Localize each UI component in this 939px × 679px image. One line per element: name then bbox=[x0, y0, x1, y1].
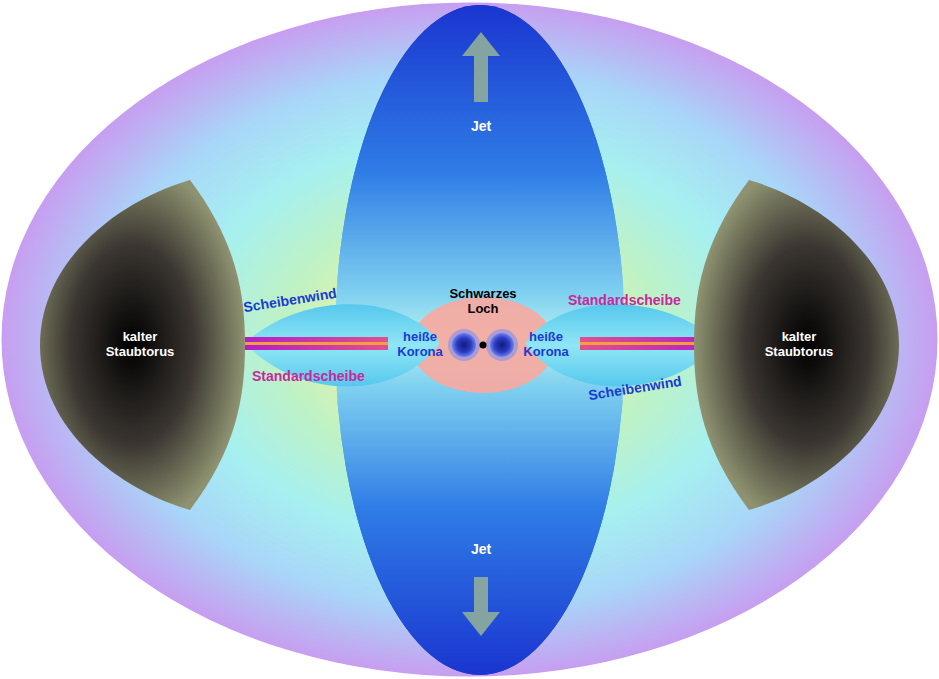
jet-arrow bbox=[462, 32, 500, 102]
hot-corona-label: heiße Korona bbox=[516, 330, 576, 360]
jet-lobe: Jet bbox=[335, 400, 627, 675]
jet-label: Jet bbox=[335, 541, 627, 557]
torus-label: kalter Staubtorus bbox=[90, 330, 190, 360]
dust-torus: kalter Staubtorus bbox=[689, 178, 901, 512]
dust-torus: kalter Staubtorus bbox=[38, 178, 250, 512]
jet-arrow bbox=[462, 577, 500, 636]
jet-lobe-shape bbox=[335, 400, 627, 675]
standard-disk-label: Standardscheibe bbox=[252, 368, 365, 384]
disk-wind-label: Scheibenwind bbox=[242, 285, 337, 316]
jet-lobe: Jet bbox=[335, 5, 627, 290]
jet-lobe-shape bbox=[335, 5, 627, 290]
jet-label: Jet bbox=[335, 118, 627, 134]
black-hole-label: Schwarzes Loch bbox=[438, 287, 528, 317]
disk-wind-label: Scheibenwind bbox=[587, 373, 682, 404]
standard-disk-label: Standardscheibe bbox=[568, 292, 681, 308]
torus-label: kalter Staubtorus bbox=[749, 330, 849, 360]
hot-corona-label: heiße Korona bbox=[390, 330, 450, 360]
